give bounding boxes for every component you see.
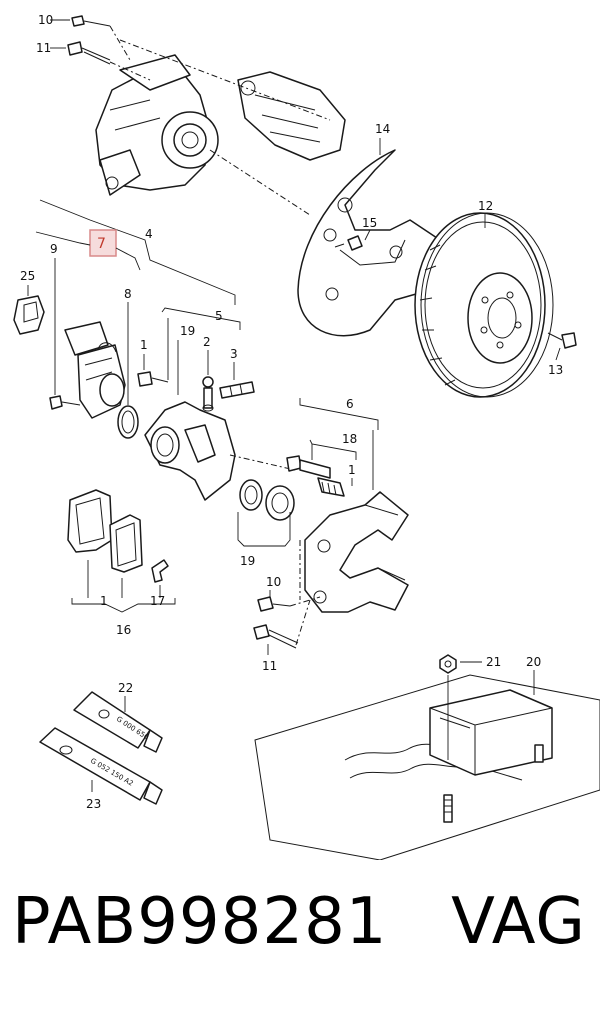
seal-ring-8 bbox=[117, 405, 139, 439]
bracket-group-4: 4 bbox=[39, 199, 236, 305]
callout-5: 5 bbox=[215, 309, 223, 323]
grease-tube-22: G 000 650 bbox=[73, 691, 163, 753]
bolt-10-lower bbox=[257, 596, 291, 612]
part-number: PAB998281 bbox=[12, 885, 388, 959]
guide-bolt-1-upper bbox=[137, 371, 169, 387]
dust-cap-3 bbox=[219, 381, 255, 399]
callout-19-lower: 19 bbox=[240, 554, 255, 568]
brake-pad-outer bbox=[67, 489, 113, 553]
control-unit-20 bbox=[429, 689, 553, 776]
guide-bolt-sleeve bbox=[286, 455, 345, 497]
bleed-valve-2 bbox=[202, 376, 214, 412]
callout-25: 25 bbox=[20, 269, 35, 283]
wheel-hub-knuckle bbox=[95, 54, 219, 196]
bolt-11-lower bbox=[253, 624, 299, 649]
brand-name: VAG bbox=[451, 885, 586, 959]
callout-20: 20 bbox=[526, 655, 541, 669]
callout-1-pads: 1 bbox=[100, 594, 108, 608]
callout-18: 18 bbox=[342, 432, 357, 446]
callout-11-top: 11 bbox=[36, 41, 51, 55]
callout-10-lower: 10 bbox=[266, 575, 281, 589]
clip-17 bbox=[151, 559, 169, 583]
callout-13: 13 bbox=[548, 363, 563, 377]
brake-pad-inner bbox=[109, 514, 143, 573]
callout-9: 9 bbox=[50, 242, 58, 256]
stud-bolts bbox=[443, 744, 544, 823]
piston-seal-rings-19 bbox=[239, 479, 295, 521]
caliper-carrier-bracket bbox=[304, 491, 409, 613]
caliper-housing bbox=[144, 401, 296, 501]
screw-9 bbox=[49, 395, 81, 410]
callout-10-top: 10 bbox=[38, 13, 53, 27]
bolt-11-top bbox=[67, 41, 151, 81]
callout-22: 22 bbox=[118, 681, 133, 695]
disc-screw-13 bbox=[547, 332, 577, 349]
callout-1-upper: 1 bbox=[140, 338, 148, 352]
callout-4: 4 bbox=[145, 227, 153, 241]
callout-15: 15 bbox=[362, 216, 377, 230]
highlighted-callout-7: 7 bbox=[35, 229, 141, 271]
callout-7: 7 bbox=[97, 236, 106, 252]
parking-brake-motor bbox=[64, 321, 126, 419]
callout-17: 17 bbox=[150, 594, 165, 608]
callout-2: 2 bbox=[203, 335, 211, 349]
callout-3: 3 bbox=[230, 347, 238, 361]
callout-21: 21 bbox=[486, 655, 501, 669]
vehicle-floor-panel bbox=[254, 674, 600, 860]
brake-disc bbox=[414, 212, 554, 398]
footer: PAB998281 VAG bbox=[0, 880, 600, 980]
callout-8: 8 bbox=[124, 287, 132, 301]
callout-6: 6 bbox=[346, 397, 354, 411]
caliper-top-assembly bbox=[237, 71, 346, 161]
exploded-parts-diagram: 10 11 14 15 12 13 bbox=[13, 13, 600, 860]
callout-12: 12 bbox=[478, 199, 493, 213]
callout-14: 14 bbox=[375, 122, 390, 136]
callout-11-lower: 11 bbox=[262, 659, 277, 673]
bolt-15 bbox=[334, 235, 363, 251]
callout-16: 16 bbox=[116, 623, 131, 637]
nut-21 bbox=[439, 654, 457, 674]
callout-19-upper: 19 bbox=[180, 324, 195, 338]
callout-1-mid: 1 bbox=[348, 463, 356, 477]
cap-25 bbox=[13, 295, 45, 335]
callout-23: 23 bbox=[86, 797, 101, 811]
bolt-10-top bbox=[71, 15, 131, 61]
